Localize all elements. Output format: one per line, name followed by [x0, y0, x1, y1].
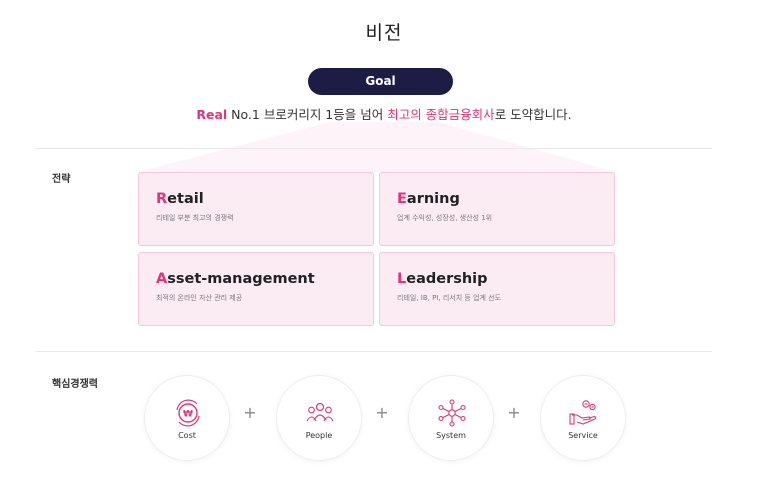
competency-people: People — [276, 375, 362, 461]
goal-statement-end: 로 도약합니다. — [494, 107, 572, 122]
plus-separator: + — [243, 403, 257, 422]
card-title-rest: arning — [406, 191, 460, 207]
plus-separator: + — [375, 403, 389, 422]
network-icon — [438, 399, 466, 427]
competency-label-system: System — [436, 431, 466, 440]
goal-cone-graphic — [138, 122, 615, 172]
competency-label-cost: Cost — [178, 431, 196, 440]
card-title-initial: R — [156, 191, 168, 207]
card-description: 리테일, IB, PI, 리서치 등 업계 선도 — [397, 294, 502, 302]
strategy-label: 전략 — [52, 174, 71, 185]
card-title-initial: L — [397, 271, 407, 287]
goal-statement-real: Real — [196, 107, 228, 122]
svg-text:₩: ₩ — [183, 410, 193, 420]
card-title-rest: eadership — [406, 271, 488, 287]
goal-statement-text: No.1 브로커리지 1등을 넘어 — [227, 107, 388, 122]
competency-label: 핵심경쟁력 — [52, 379, 98, 390]
card-description: 최적의 온라인 자산 관리 제공 — [156, 294, 243, 302]
divider-top — [36, 148, 712, 149]
card-title: Earning — [397, 191, 614, 207]
competency-label-service: Service — [568, 431, 598, 440]
goal-badge: Goal — [308, 68, 453, 95]
competency-label-people: People — [305, 431, 333, 440]
strategy-card-leadership: Leadership 리테일, IB, PI, 리서치 등 업계 선도 — [379, 252, 615, 326]
card-title-initial: E — [397, 191, 407, 207]
strategy-card-asset-management: Asset-management 최적의 온라인 자산 관리 제공 — [138, 252, 374, 326]
card-title-rest: sset-management — [167, 271, 315, 287]
strategy-card-retail: Retail 리테일 부분 최고의 경쟁력 — [138, 172, 374, 246]
strategy-card-earning: Earning 업계 수익성, 성장성, 생산성 1위 — [379, 172, 615, 246]
goal-statement: Real No.1 브로커리지 1등을 넘어 최고의 종합금융회사로 도약합니다… — [0, 104, 768, 123]
page-title: 비전 — [365, 22, 403, 44]
divider-bottom — [36, 351, 712, 352]
plus-separator: + — [507, 403, 521, 422]
people-icon — [306, 402, 334, 422]
competency-system: System — [408, 375, 494, 461]
card-title: Retail — [156, 191, 373, 207]
goal-statement-highlight: 최고의 종합금융회사 — [387, 107, 495, 122]
hand-service-icon — [569, 400, 597, 425]
card-title-initial: A — [156, 271, 168, 287]
card-title: Asset-management — [156, 271, 373, 287]
card-title: Leadership — [397, 271, 614, 287]
card-title-rest: etail — [167, 191, 204, 207]
competency-service: Service — [540, 375, 626, 461]
card-description: 업계 수익성, 성장성, 생산성 1위 — [397, 214, 493, 222]
card-description: 리테일 부분 최고의 경쟁력 — [156, 214, 234, 222]
competency-cost: ₩ Cost — [144, 375, 230, 461]
won-cycle-icon: ₩ — [176, 399, 200, 427]
